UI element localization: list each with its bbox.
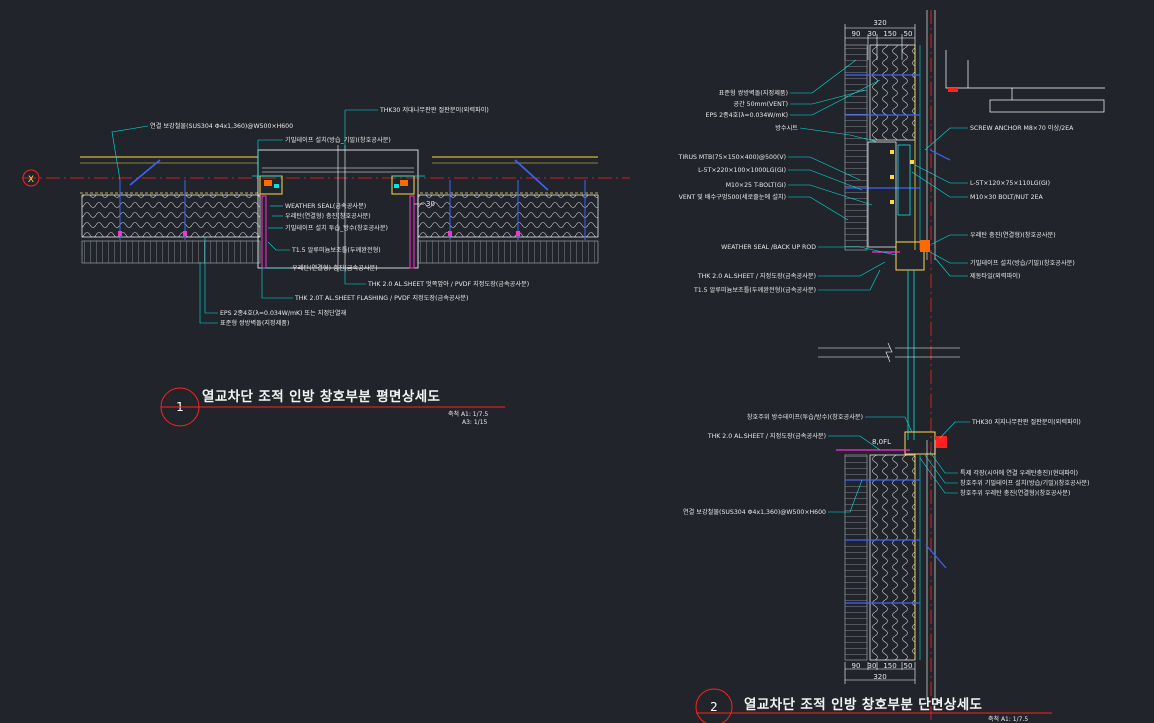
axis-label: X bbox=[28, 175, 34, 185]
plan-label-5: 기밀테이프 설치 투습_방수(창호공사분) bbox=[285, 224, 388, 232]
section-label-right-0: SCREW ANCHOR M8×70 이상/2EA bbox=[970, 124, 1074, 132]
plan-label-2: 기밀테이프 설치(방습_기밀)(창호공사분) bbox=[285, 136, 391, 144]
section-label-right-1: L-5T×120×75×110LG(GI) bbox=[970, 180, 1050, 187]
section-title-number: 2 bbox=[710, 700, 718, 714]
plan-label-10: EPS 2종4호(λ=0.034W/mK) 또는 지정단열재 bbox=[220, 309, 347, 317]
section-label-lower-right-2: 창호주위 기밀테이프 설치(방습/기밀)(창호공사분) bbox=[960, 479, 1090, 487]
section-label-lower-right-0: THK30 지지나무판판 절판분이(외력파이) bbox=[971, 418, 1081, 426]
plan-label-9: THK 2.0T AL.SHEET FLASHING / PVDF 지정도장(금… bbox=[294, 294, 468, 302]
plan-scale-a1: 축척 A1: 1/7.5 bbox=[448, 410, 488, 418]
section-dim-top-0: 90 bbox=[852, 30, 861, 38]
plan-label-7: 우레탄(연결형) 충진(금속공사분) bbox=[292, 264, 378, 272]
section-label-left-3: 방수시트 bbox=[775, 124, 798, 132]
section-dim-bottom-1: 30 bbox=[868, 662, 877, 670]
plan-detail: X bbox=[22, 106, 630, 427]
section-brick-upper bbox=[844, 44, 868, 251]
section-insulation-upper bbox=[869, 44, 916, 141]
section-label-right-3: 우레탄 충진(연결형)(창호공사분) bbox=[970, 231, 1056, 239]
section-window-head bbox=[895, 241, 925, 271]
section-label-left-6: M10×25 T-BOLT(GI) bbox=[726, 182, 786, 189]
section-dim-top-1: 30 bbox=[868, 30, 877, 38]
plan-insulation-left bbox=[81, 194, 261, 238]
plan-frame-right bbox=[391, 175, 415, 269]
section-insulation-lower bbox=[869, 454, 916, 661]
plan-brick-right bbox=[417, 240, 599, 264]
section-dim-level: 8,0FL bbox=[872, 438, 891, 446]
section-label-lower-left-2: 연결 보강철물(SUS304 Φ4x1,360)@W500×H600 bbox=[683, 508, 826, 516]
section-label-left-1: 공간 50mm(VENT) bbox=[733, 100, 788, 108]
plan-dim-30: 30 bbox=[426, 200, 435, 208]
section-label-left-2: EPS 2종4호(λ=0.034W/mK) bbox=[706, 112, 788, 119]
section-label-left-10: T1.5 알루미늄보조틀(두께완전형)(금속공사분) bbox=[693, 286, 816, 294]
section-dim-bottom-total: 320 bbox=[873, 673, 886, 681]
section-dim-top-3: 50 bbox=[904, 30, 913, 38]
section-label-lower-left-0: 창호주위 방수테이프(투습/방수)(창호공사분) bbox=[747, 413, 863, 421]
plan-frame-left bbox=[259, 175, 283, 269]
section-slab bbox=[945, 50, 1105, 89]
section-dim-bottom-3: 50 bbox=[904, 662, 913, 670]
section-label-lower-left-1: THK 2.0 AL.SHEET / 지정도장(금속공사분) bbox=[707, 432, 826, 440]
section-label-left-4: TIRUS MTB(75×150×400)@500(V) bbox=[678, 153, 786, 161]
section-label-right-2: M10×30 BOLT/NUT 2EA bbox=[970, 194, 1043, 201]
plan-title: 열교차단 조적 인방 창호부분 평면상세도 bbox=[202, 388, 441, 405]
plan-insulation-right bbox=[417, 194, 599, 238]
section-label-left-8: WEATHER SEAL /BACK UP ROD bbox=[721, 244, 816, 251]
section-dim-top-2: 150 bbox=[883, 30, 896, 38]
section-lintel bbox=[867, 141, 897, 248]
section-brick-lower bbox=[844, 454, 868, 661]
section-dim-bottom-0: 90 bbox=[852, 662, 861, 670]
section-label-lower-right-3: 창호주위 우레탄 충진(연결형)(창호공사분) bbox=[960, 489, 1070, 497]
section-label-left-9: THK 2.0 AL.SHEET / 지정도장(금속공사분) bbox=[697, 272, 816, 280]
plan-labels bbox=[111, 109, 378, 324]
plan-label-3: WEATHER SEAL(금속공사분) bbox=[285, 202, 366, 210]
plan-label-1: 연결 보강철물(SUS304 Φ4x1,360)@W500×H600 bbox=[150, 122, 293, 130]
plan-label-4: 우레탄(연결형) 충진(창호공사분) bbox=[285, 212, 371, 220]
axis-bubble[interactable] bbox=[22, 169, 40, 187]
plan-label-11: 표준형 쌍방벽돌(지정제품) bbox=[220, 319, 289, 327]
section-label-left-5: L-5T×220×100×1000LG(GI) bbox=[698, 167, 786, 174]
section-label-lower-right-1: 특제 각장(시어에 연결 우레탄충진)(현대파이) bbox=[960, 469, 1078, 477]
section-label-right-5: 제동타일(외력파이) bbox=[970, 272, 1020, 280]
plan-scale-a3: A3: 1/15 bbox=[462, 419, 488, 426]
plan-label-8: THK 2.0 AL.SHEET 멋쪽앞아 / PVDF 지정도장(금속공사분) bbox=[367, 280, 529, 288]
section-detail: 320 90 30 150 50 bbox=[678, 10, 1105, 723]
plan-label-0: THK30 저대나무판판 절판분이(외력파이) bbox=[379, 106, 489, 114]
section-dim-bottom-2: 150 bbox=[883, 662, 896, 670]
section-title: 열교차단 조적 인방 창호부분 단면상세도 bbox=[744, 696, 983, 713]
section-dims-bottom bbox=[844, 662, 916, 684]
section-scale-a1: 축척 A1: 1/7.5 bbox=[988, 715, 1028, 723]
plan-label-6: T1.5 알루미늄보조틀(두께완전형) bbox=[291, 246, 381, 254]
section-label-left-7: VENT 및 배수구멍500(세로줄눈에 설치) bbox=[679, 193, 786, 201]
plan-brick-left bbox=[81, 240, 261, 264]
section-dim-top-total: 320 bbox=[873, 19, 886, 27]
section-title-bubble[interactable] bbox=[695, 688, 733, 723]
section-label-left-0: 표준형 쌍방벽돌(지정제품) bbox=[719, 89, 788, 97]
section-window-sill bbox=[904, 431, 936, 455]
section-label-right-4: 기밀테이프 설치(방습/기밀)(창호공사분) bbox=[970, 259, 1075, 267]
section-dims-top bbox=[844, 24, 916, 60]
